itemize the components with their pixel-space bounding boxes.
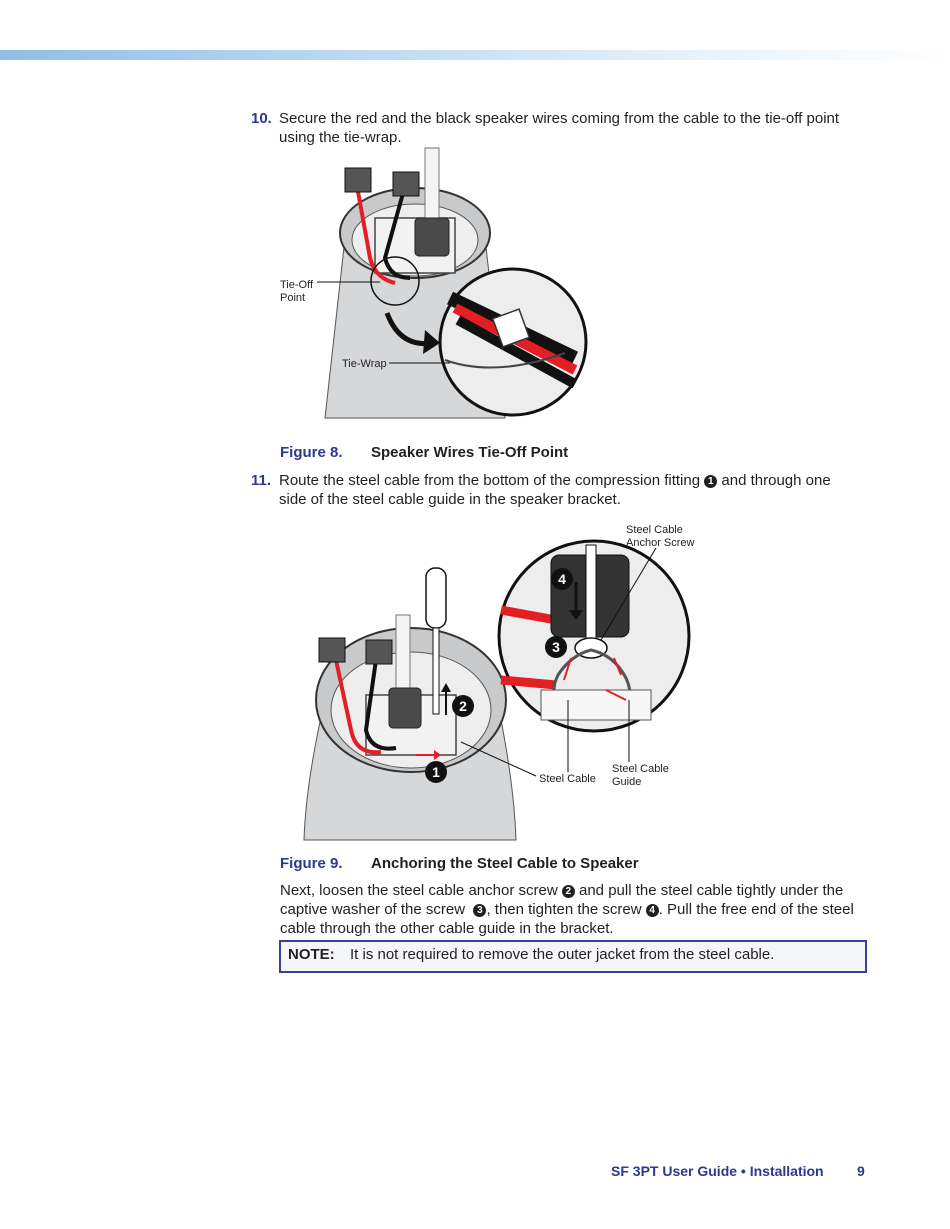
red-wire [334,659,382,755]
cable [395,614,411,696]
label-anchor-2: Anchor Screw [626,537,695,549]
figure-number: Figure 8. [280,444,343,461]
marker-2-icon: 2 [561,885,575,898]
footer-page-number: 9 [857,1163,865,1179]
step-text-a: Route the steel cable from the bottom of… [279,472,701,489]
label-guide-2: Guide [612,776,641,788]
label-anchor-1: Steel Cable [626,524,683,536]
instruction-paragraph: Next, loosen the steel cable anchor scre… [280,881,870,938]
compression-fitting [388,687,422,729]
para-text-1: Next, loosen the steel cable anchor scre… [280,882,558,899]
connector-right [365,639,393,665]
para-text-3: , then tighten the screw [486,901,642,918]
figure-title: Anchoring the Steel Cable to Speaker [371,855,639,872]
step-text: Route the steel cable from the bottom of… [279,471,859,509]
header-gradient-bar [0,50,950,60]
marker-4-icon: 4 [558,571,566,587]
step-number: 10. [251,110,272,127]
label-guide-1: Steel Cable [612,763,669,775]
note-box: NOTE: It is not required to remove the o… [279,940,867,973]
figure-title: Speaker Wires Tie-Off Point [371,444,569,461]
step-text-b: and through one side of the steel cable … [279,472,831,508]
marker-4-icon: 4 [645,904,659,917]
label-tie-wrap: Tie-Wrap [342,358,387,370]
figure-9-illustration: 1 2 4 3 Steel Cable Anchor Screw Steel C… [303,524,695,841]
label-tie-off-1: Tie-Off [280,279,314,291]
para-text-4: . Pull the free end of the steel cable t… [280,901,854,937]
connector-left [318,637,346,663]
marker-3-icon: 3 [552,639,560,655]
step-text: Secure the red and the black speaker wir… [279,110,840,146]
marker-3-icon: 3 [473,904,487,917]
para-text-2: and pull the steel cable tightly under t… [280,882,844,918]
cable [424,147,440,224]
black-wire [382,185,411,280]
label-steel-cable: Steel Cable [539,773,596,785]
connector-right [392,171,420,197]
tie-wrap [491,308,531,348]
marker-2-icon: 2 [459,698,467,714]
figure-number: Figure 9. [280,855,343,872]
step-number: 11. [251,472,272,489]
red-wire [355,185,396,285]
marker-1-icon: 1 [432,764,440,780]
footer-guide-title: SF 3PT User Guide • Installation [611,1163,824,1179]
label-tie-off-2: Point [280,292,305,304]
figure-8-illustration: Tie-Off Point Tie-Wrap [280,147,588,419]
marker-1-icon: 1 [704,475,718,488]
figure-8-caption: Figure 8. Speaker Wires Tie-Off Point [280,444,568,461]
connector-left [344,167,372,193]
screwdriver-handle [425,567,447,629]
screwdriver-shaft [432,627,440,715]
note-text: It is not required to remove the outer j… [350,946,775,963]
note-label: NOTE: [288,946,335,963]
compression-fitting [414,217,450,257]
black-wire [363,659,397,751]
figure-9-caption: Figure 9. Anchoring the Steel Cable to Sp… [280,855,639,872]
tie-off-circle [370,256,420,306]
